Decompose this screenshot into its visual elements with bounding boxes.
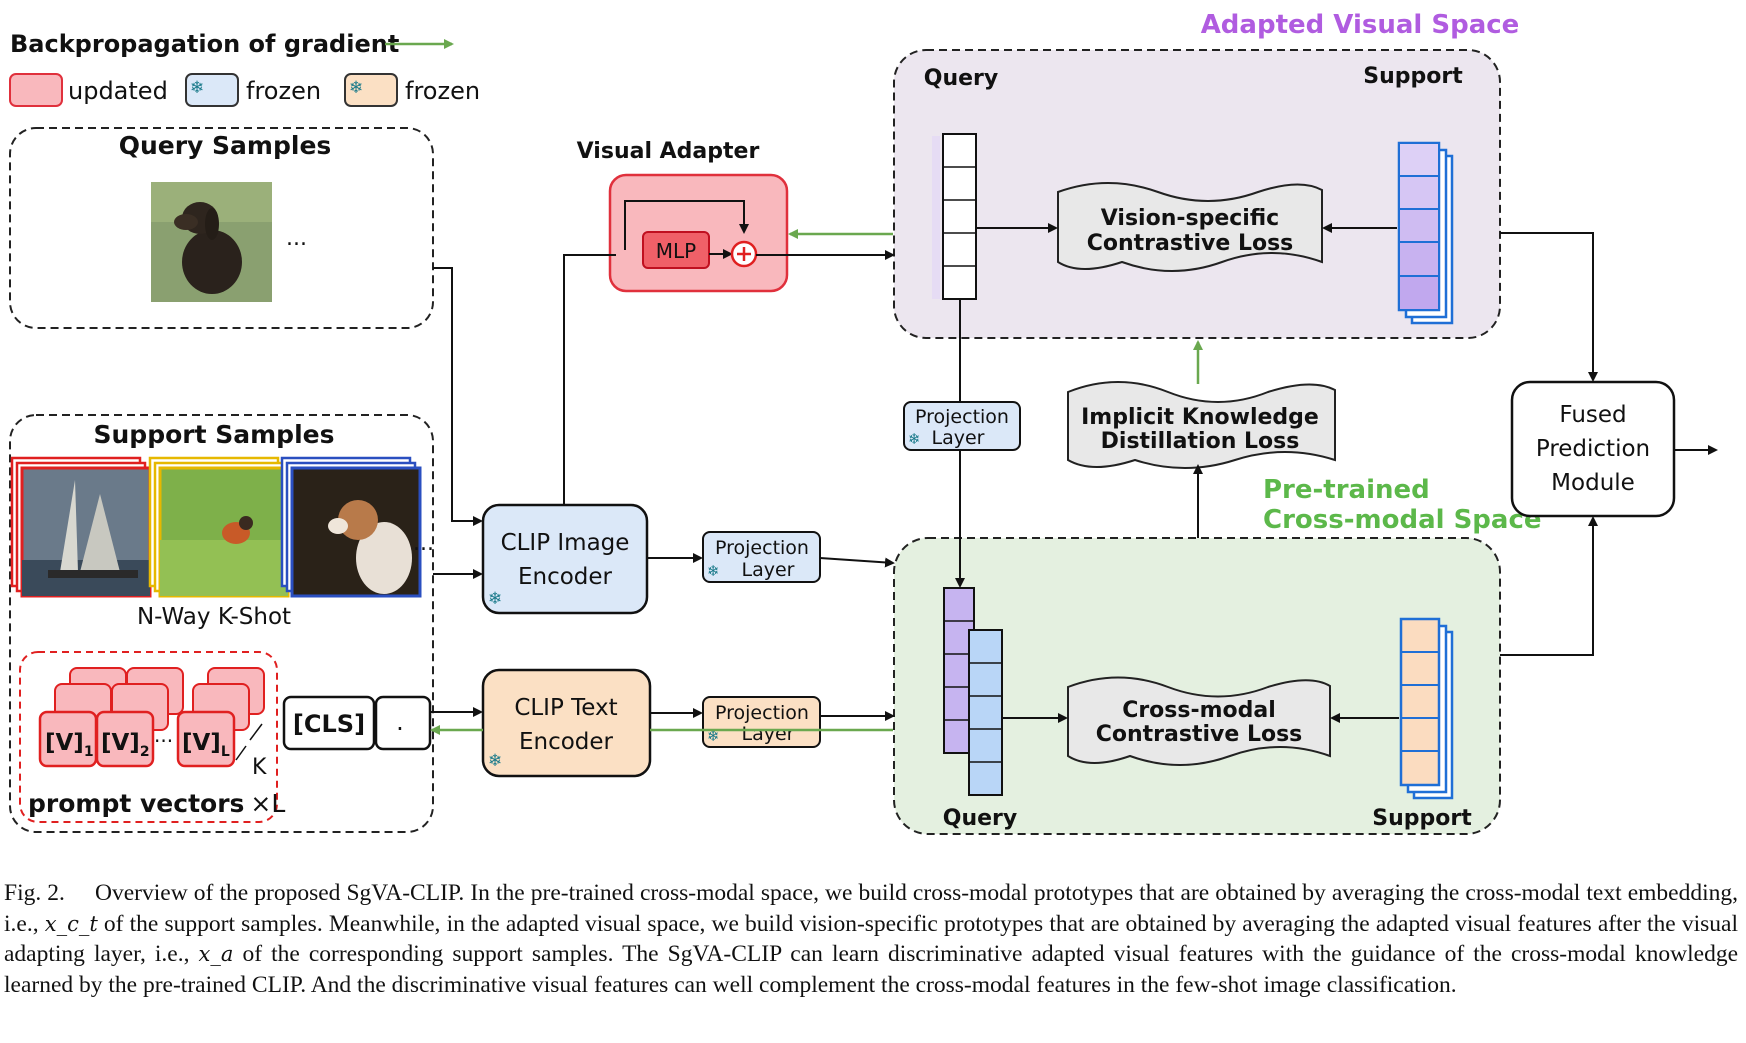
caption-part-1: Overview of the proposed SgVA-CLIP. In t… <box>4 880 1738 937</box>
support-image-beagle <box>280 456 422 598</box>
prompt-token-v2: [V]2 <box>95 710 155 768</box>
prompt-vectors-label: prompt vectors×L <box>28 789 285 818</box>
k-brace <box>235 723 263 761</box>
adapted-support-prototypes <box>1397 141 1454 325</box>
svg-text:Vision-specific: Vision-specific <box>1101 206 1279 231</box>
svg-text:Distillation Loss: Distillation Loss <box>1101 429 1300 454</box>
support-image-sailboat <box>10 456 152 598</box>
snowflake-icon: ❄ <box>488 589 502 609</box>
support-samples-panel: Support Samples ... N-Way K- <box>9 414 434 833</box>
nway-kshot-label: N-Way K-Shot <box>137 604 291 630</box>
svg-text:Encoder: Encoder <box>519 729 614 755</box>
legend-backprop-label: Backpropagation of gradient <box>10 30 399 58</box>
backprop-arrows <box>430 229 1203 735</box>
prompt-dots: ... <box>154 723 173 747</box>
query-samples-title: Query Samples <box>119 131 332 160</box>
cross-support-label: Support <box>1372 806 1472 831</box>
snowflake-icon: ❄ <box>349 78 363 98</box>
query-samples-ellipsis: ... <box>286 226 307 251</box>
svg-text:Fused: Fused <box>1559 402 1626 428</box>
k-label: K <box>252 755 267 780</box>
legend-frozen-orange-swatch <box>344 73 398 107</box>
cross-space-title-2: Cross-modal Space <box>1263 505 1542 535</box>
legend-frozen-orange-label: frozen <box>405 77 480 105</box>
period-token: . <box>374 695 432 751</box>
cross-space-title-1: Pre-trained <box>1263 475 1430 505</box>
visual-adapter: Visual Adapter MLP <box>577 139 789 293</box>
adapted-query-vector <box>932 133 977 300</box>
caption-var-xct: x_c_t <box>44 911 98 936</box>
svg-text:.: . <box>396 708 404 736</box>
clip-text-encoder: CLIP Text Encoder ❄ <box>481 668 652 778</box>
support-image-robin <box>148 456 290 598</box>
cls-token: [CLS] <box>282 695 376 751</box>
svg-text:CLIP Image: CLIP Image <box>501 530 630 556</box>
svg-text:[V]1: [V]1 <box>45 730 94 760</box>
legend-frozen-blue-label: frozen <box>246 77 321 105</box>
svg-text:Module: Module <box>1551 470 1635 496</box>
svg-text:Projection: Projection <box>715 702 809 724</box>
adapted-space-title: Adapted Visual Space <box>1201 10 1520 40</box>
legend-updated-swatch <box>9 73 63 107</box>
legend-frozen-blue-swatch <box>185 73 239 107</box>
svg-text:CLIP Text: CLIP Text <box>514 695 617 721</box>
svg-text:Implicit Knowledge: Implicit Knowledge <box>1081 405 1319 430</box>
svg-text:[V]2: [V]2 <box>101 730 150 760</box>
svg-text:[CLS]: [CLS] <box>293 710 365 738</box>
cross-query-label: Query <box>943 806 1017 831</box>
mlp-label: MLP <box>656 239 696 263</box>
dog-image <box>151 182 272 302</box>
adapted-query-label: Query <box>924 66 998 91</box>
visual-adapter-title: Visual Adapter <box>577 139 760 164</box>
cross-modal-contrastive-loss: Cross-modal Contrastive Loss <box>1067 676 1331 766</box>
adapted-support-label: Support <box>1363 64 1463 89</box>
svg-text:Encoder: Encoder <box>518 564 613 590</box>
svg-text:[V]L: [V]L <box>182 730 230 760</box>
svg-text:Cross-modal: Cross-modal <box>1122 698 1276 723</box>
svg-text:Projection: Projection <box>715 537 809 559</box>
mlp-block <box>642 231 710 269</box>
snowflake-icon: ❄ <box>190 78 204 98</box>
cross-modal-space: Pre-trained Cross-modal Space Query Supp… <box>893 475 1542 835</box>
projection-layer-text: Projection Layer ❄ <box>702 696 821 748</box>
caption-label: Fig. 2. <box>4 880 65 906</box>
prompt-vectors-box <box>19 651 278 823</box>
snowflake-icon: ❄ <box>908 430 921 448</box>
svg-text:Prediction: Prediction <box>1536 436 1650 462</box>
cross-support-prototypes <box>1399 617 1454 800</box>
flow-arrows <box>430 223 1718 723</box>
svg-text:Layer: Layer <box>932 427 985 449</box>
svg-text:Contrastive Loss: Contrastive Loss <box>1087 231 1294 256</box>
svg-text:Layer: Layer <box>742 559 795 581</box>
adapted-visual-space: Adapted Visual Space Query Support Visio… <box>893 10 1520 339</box>
implicit-knowledge-distillation-loss: Implicit Knowledge Distillation Loss <box>1067 381 1336 469</box>
caption-part-2: of the support samples. Meanwhile, in th… <box>4 910 1739 968</box>
prompt-token-vl: [V]L <box>176 710 236 768</box>
plus-icon <box>730 240 758 268</box>
fused-prediction-module: Fused Prediction Module <box>1510 380 1676 518</box>
clip-image-encoder: CLIP Image Encoder ❄ <box>481 503 649 615</box>
snowflake-icon: ❄ <box>707 727 720 745</box>
snowflake-icon: ❄ <box>707 562 720 580</box>
cross-query-vector-image <box>968 629 1003 796</box>
query-samples-panel: Query Samples ... <box>9 127 434 329</box>
svg-text:Projection: Projection <box>915 406 1009 428</box>
support-samples-ellipsis: ... <box>413 531 434 556</box>
support-samples-title: Support Samples <box>94 420 335 449</box>
svg-text:Contrastive Loss: Contrastive Loss <box>1096 722 1303 747</box>
vision-specific-contrastive-loss: Vision-specific Contrastive Loss <box>1057 182 1323 272</box>
prompt-token-v1: [V]1 <box>38 710 98 768</box>
caption-var-xa: x_a <box>198 942 234 966</box>
legend: Backpropagation of gradient updated ❄ fr… <box>9 30 480 107</box>
snowflake-icon: ❄ <box>488 751 502 771</box>
svg-text:Layer: Layer <box>742 723 795 745</box>
legend-updated-label: updated <box>68 77 168 105</box>
projection-layer-query: Projection Layer ❄ <box>903 401 1021 451</box>
figure-caption: Fig. 2. Overview of the proposed SgVA-CL… <box>4 878 1738 1000</box>
caption-part-3: of the corresponding support samples. Th… <box>4 941 1738 998</box>
projection-layer-image: Projection Layer ❄ <box>702 531 821 583</box>
